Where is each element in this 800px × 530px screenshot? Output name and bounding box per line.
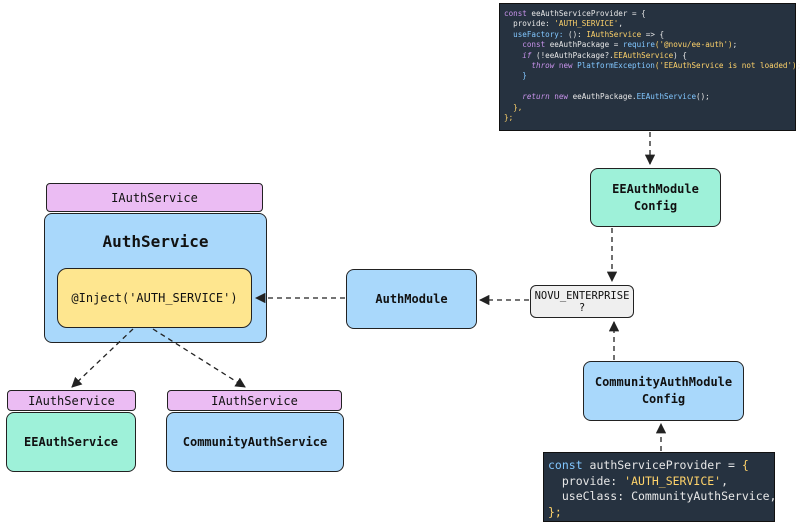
code-line: throw new PlatformException('EEAuthServi… [504,61,800,71]
node-label: NOVU_ENTERPRISE ? [534,289,630,314]
code-line: } [504,71,791,81]
inject-decorator-node: @Inject('AUTH_SERVICE') [57,268,252,328]
node-label: AuthService [102,232,209,251]
code-line: }; [504,113,791,123]
code-token: ; [797,61,800,70]
code-token: return [504,92,550,102]
code-token: provide: [548,473,625,488]
node-label: IAuthService [111,190,198,205]
code-token: eeAuthServiceProvider = { [526,9,646,18]
code-token: useClass: CommunityAuthService, [548,489,777,503]
iauthservice-interface-right: IAuthService [167,390,342,411]
code-token: }; [504,113,514,123]
code-token: }, [504,102,523,112]
code-token: useFactory: [504,29,569,39]
auth-service-provider-code: const authServiceProvider = { provide: '… [543,452,777,522]
code-token: (); [696,92,710,102]
code-token: , [721,473,729,488]
arrow-inject-to-ee-auth [71,328,134,388]
code-token: ) { [673,50,687,60]
code-token: , [618,19,623,29]
node-label: EEAuthService [24,435,118,449]
community-auth-service-node: CommunityAuthService [166,412,344,472]
node-label: CommunityAuthService [182,435,328,449]
code-token: new [549,92,573,102]
code-token: PlatformException [577,61,655,71]
node-label: IAuthService [28,393,115,408]
code-line: if (!eeAuthPackage?.EEAuthService) { [504,51,791,61]
code-token: if [504,50,532,60]
code-token: throw [504,61,555,71]
code-line: const eeAuthServiceProvider = { [504,9,791,19]
code-token: (!eeAuthPackage?. [531,50,614,60]
code-token: const [548,458,583,472]
ee-auth-service-node: EEAuthService [6,412,136,472]
iauthservice-interface-top: IAuthService [46,183,263,212]
code-token: EEAuthService [613,50,674,60]
ee-auth-service-provider-code: const eeAuthServiceProvider = { provide:… [499,3,800,131]
code-line: provide: 'AUTH_SERVICE', [504,19,791,29]
node-label: AuthModule [375,292,448,306]
code-line: }, [504,103,791,113]
iauthservice-interface-left: IAuthService [7,390,136,411]
code-token: new [554,61,578,71]
code-line: const authServiceProvider = { [548,458,770,474]
code-token: 'AUTH_SERVICE' [554,19,619,29]
code-token: 'AUTH_SERVICE' [624,473,722,488]
code-token: ('@novu/ee-auth') [654,40,733,50]
code-line: const eeAuthPackage = require('@novu/ee-… [504,40,791,50]
code-token: require [622,40,655,50]
community-auth-module-config-node: CommunityAuthModule Config [583,361,744,421]
code-token: authServiceProvider = [582,458,742,472]
code-line: }; [548,505,770,521]
code-token: { [741,458,749,472]
code-token: => { [641,29,665,39]
arrow-inject-to-community-auth [152,328,246,388]
code-line: useClass: CommunityAuthService, [548,489,777,505]
novu-enterprise-decision: NOVU_ENTERPRISE ? [530,285,634,318]
code-token: ; [732,40,738,50]
code-token: eeAuthPackage = [545,40,623,50]
node-label: @Inject('AUTH_SERVICE') [71,291,238,305]
code-token: (): [568,29,587,39]
code-token: EEAuthService [636,92,697,102]
code-token: provide: [504,19,555,29]
code-line: provide: 'AUTH_SERVICE', [548,474,770,490]
code-line: useFactory: (): IAuthService => { [504,30,791,40]
code-token: ('EEAuthService is not loaded') [654,61,797,71]
code-token: const [504,40,546,50]
node-label: CommunityAuthModule Config [594,375,733,406]
code-token: } [504,71,527,81]
code-token: eeAuthPackage. [572,92,637,102]
auth-module-node: AuthModule [346,269,477,329]
node-label: IAuthService [211,393,298,408]
code-token: IAuthService [586,29,642,39]
code-token: const [504,9,527,18]
ee-auth-module-config-node: EEAuthModule Config [590,168,721,227]
code-line: return new eeAuthPackage.EEAuthService()… [504,92,791,102]
node-label: EEAuthModule Config [612,181,699,213]
code-token: }; [548,504,562,519]
